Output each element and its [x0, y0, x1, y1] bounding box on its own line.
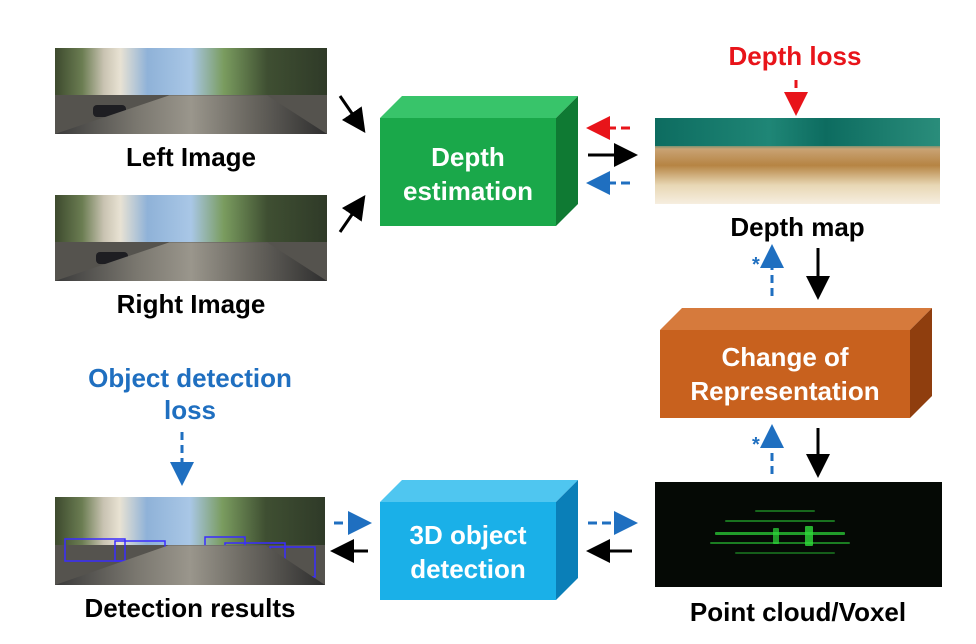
object-detection-loss-line1: Object detection: [88, 363, 292, 393]
depth-map-label: Depth map: [730, 212, 865, 242]
left-image: [55, 48, 327, 134]
depth-loss-label: Depth loss: [728, 41, 862, 71]
left-image-label: Left Image: [125, 142, 257, 172]
point-cloud-label: Point cloud/Voxel: [689, 597, 907, 627]
point-cloud-dots: [725, 520, 835, 522]
object-detection-3d-cube: [380, 480, 578, 600]
detection-results-label: Detection results: [84, 593, 296, 623]
change-of-representation-line2: Representation: [690, 376, 880, 406]
change-of-representation-block: Change of Representation: [660, 308, 932, 418]
depth-map-image: [655, 118, 940, 204]
depth-estimation-block: Depth estimation: [380, 96, 578, 226]
change-of-representation-cube: [660, 308, 932, 418]
object-detection-loss-label: Object detection loss: [40, 362, 340, 426]
object-detection-3d-line1: 3D object: [409, 520, 527, 550]
point-cloud-dots: [773, 528, 779, 544]
point-cloud-image: [655, 482, 942, 587]
change-of-representation-title: Change of Representation: [660, 340, 910, 408]
point-cloud-dots: [755, 510, 815, 512]
depth-estimation-line1: Depth: [431, 142, 505, 172]
point-cloud-dots: [805, 526, 813, 546]
arrow-right-to-depth: [338, 195, 366, 233]
depth-estimation-title: Depth estimation: [380, 140, 556, 208]
object-detection-3d-block: 3D object detection: [380, 480, 578, 600]
object-detection-loss-line2: loss: [163, 395, 217, 425]
depth-estimation-line2: estimation: [402, 176, 534, 206]
gradient-star-lower: *: [752, 434, 760, 456]
detection-results-image: [55, 497, 325, 585]
point-cloud-dots: [735, 552, 835, 554]
gradient-star-upper: *: [752, 254, 760, 276]
depth-estimation-cube: [380, 96, 578, 226]
object-detection-3d-title: 3D object detection: [380, 518, 556, 586]
point-cloud-dots: [710, 542, 850, 544]
object-detection-3d-line2: detection: [410, 554, 526, 584]
point-cloud-dots: [715, 532, 845, 535]
right-image: [55, 195, 327, 281]
arrow-left-to-depth: [338, 95, 366, 133]
right-image-label: Right Image: [116, 289, 266, 319]
change-of-representation-line1: Change of: [721, 342, 849, 372]
